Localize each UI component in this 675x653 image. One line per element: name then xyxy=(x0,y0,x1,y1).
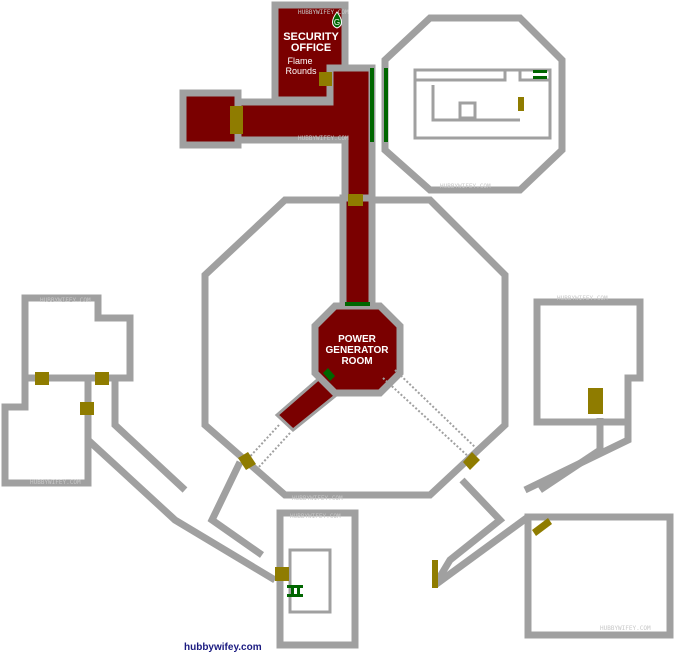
green-door-ne-2[interactable] xyxy=(384,68,388,142)
site-credit: hubbywifey.com xyxy=(184,642,262,653)
door-ne-inner[interactable] xyxy=(518,97,524,111)
green-marker-ne-2 xyxy=(533,76,547,79)
security-office-title-2: OFFICE xyxy=(291,42,331,54)
west-dark-room[interactable] xyxy=(179,89,242,149)
item-flame-rounds-1: Flame xyxy=(287,56,312,66)
ladder-rung-1 xyxy=(287,585,303,588)
east-rooms xyxy=(431,298,674,639)
power-generator-label: POWER GENERATOR ROOM xyxy=(326,334,390,367)
north-shaft[interactable] xyxy=(339,194,376,310)
green-door-ne-1[interactable] xyxy=(370,68,374,142)
generator-title-2: GENERATOR xyxy=(326,345,390,356)
watermarks: HUBBYWIFEY.COM HUBBYWIFEY.COM HUBBYWIFEY… xyxy=(30,9,651,632)
unlocked-doors xyxy=(287,68,388,597)
generator-title-3: ROOM xyxy=(341,356,372,367)
power-generator-room[interactable] xyxy=(311,302,404,397)
security-office-title-1: SECURITY xyxy=(283,31,339,43)
save-point-icon[interactable]: G xyxy=(332,11,342,29)
central-octagon-corridor xyxy=(201,196,509,499)
door-security-office[interactable] xyxy=(319,72,332,86)
green-door-generator-sw[interactable] xyxy=(323,368,335,381)
door-southeast[interactable] xyxy=(432,560,438,588)
watermark-9: HUBBYWIFEY.COM xyxy=(600,625,651,632)
ladder-rail-2 xyxy=(297,585,300,597)
northeast-round-room xyxy=(381,14,566,194)
green-door-generator-north[interactable] xyxy=(345,302,370,306)
watermark-4: HUBBYWIFEY.COM xyxy=(40,297,91,304)
watermark-1: HUBBYWIFEY.COM xyxy=(298,9,349,16)
ladder-rail-1 xyxy=(291,585,294,597)
item-flame-rounds-2: Rounds xyxy=(285,66,317,76)
door-se-spoke[interactable] xyxy=(463,452,480,470)
door-west-3[interactable] xyxy=(80,402,94,415)
door-north-shaft[interactable] xyxy=(348,194,363,206)
green-marker-ne-1 xyxy=(533,70,547,73)
generator-spokes xyxy=(244,369,479,469)
door-west-2[interactable] xyxy=(95,372,109,385)
generator-title-1: POWER xyxy=(338,334,377,345)
doors xyxy=(35,72,603,588)
watermark-8: HUBBYWIFEY.COM xyxy=(30,479,81,486)
watermark-7: HUBBYWIFEY.COM xyxy=(290,513,341,520)
west-rooms xyxy=(1,294,277,584)
ladder-rung-2 xyxy=(287,594,303,597)
watermark-2: HUBBYWIFEY.COM xyxy=(298,135,349,142)
door-sw-spoke[interactable] xyxy=(238,452,256,470)
door-east-room[interactable] xyxy=(588,388,603,414)
watermark-5: HUBBYWIFEY.COM xyxy=(557,295,608,302)
watermark-6: HUBBYWIFEY.COM xyxy=(292,495,343,502)
save-point-marker: G xyxy=(334,18,340,27)
door-se-corridor[interactable] xyxy=(532,518,552,536)
watermark-3: HUBBYWIFEY.COM xyxy=(440,183,491,190)
door-west-1[interactable] xyxy=(35,372,49,385)
security-office-label: SECURITY OFFICE Flame Rounds xyxy=(283,31,339,76)
door-west-room[interactable] xyxy=(230,106,243,134)
door-south-room[interactable] xyxy=(275,567,289,581)
